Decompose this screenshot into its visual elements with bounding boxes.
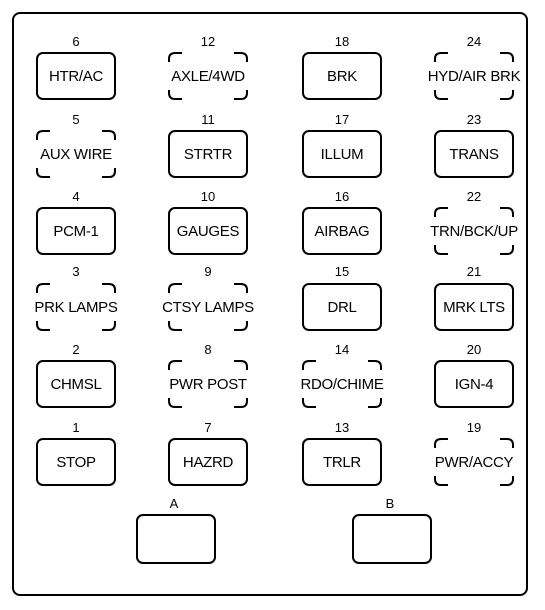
fuse-outline bbox=[168, 360, 248, 408]
fuse-slot: CHMSL bbox=[36, 360, 116, 408]
fuse-label: CHMSL bbox=[50, 375, 102, 393]
fuse-slot: AUX WIRE bbox=[36, 130, 116, 178]
fuse-outline bbox=[168, 283, 248, 331]
fuse-number: 8 bbox=[204, 342, 212, 357]
fuse-label: ILLUM bbox=[320, 145, 364, 163]
fuse-slot: ILLUM bbox=[302, 130, 382, 178]
fuse-number: 2 bbox=[72, 342, 80, 357]
fuse-number: 24 bbox=[466, 34, 482, 49]
fuse-number: 22 bbox=[466, 189, 482, 204]
fuse-number: 1 bbox=[72, 420, 80, 435]
fuse-label: PRK LAMPS bbox=[34, 298, 118, 316]
fuse-slot: HYD/AIR BRK bbox=[428, 52, 521, 100]
fuse-slot: AIRBAG bbox=[302, 207, 382, 255]
fuse-number: 3 bbox=[72, 264, 80, 279]
fuse-number: 6 bbox=[72, 34, 80, 49]
fuse-outline bbox=[434, 52, 514, 100]
fuse-slot: HTR/AC bbox=[36, 52, 116, 100]
fuse-number: 5 bbox=[72, 112, 80, 127]
spare-label: A bbox=[169, 496, 179, 511]
fuse-number: 17 bbox=[334, 112, 350, 127]
fuse-slot: PCM-1 bbox=[36, 207, 116, 255]
fuse-number: 16 bbox=[334, 189, 350, 204]
fuse-number: 7 bbox=[204, 420, 212, 435]
spare-slot bbox=[352, 514, 432, 564]
fuse-slot: PRK LAMPS bbox=[34, 283, 118, 331]
fuse-label: GAUGES bbox=[176, 222, 240, 240]
fuse-label: STOP bbox=[56, 453, 96, 471]
fuse-label: HAZRD bbox=[182, 453, 234, 471]
fuse-label: DRL bbox=[327, 298, 357, 316]
fuse-slot: STOP bbox=[36, 438, 116, 486]
fuse-number: 23 bbox=[466, 112, 482, 127]
fuse-number: 9 bbox=[204, 264, 212, 279]
fuse-outline bbox=[168, 52, 248, 100]
fuse-slot: PWR POST bbox=[168, 360, 248, 408]
spare-label: B bbox=[385, 496, 395, 511]
fuse-label: AUX WIRE bbox=[40, 145, 112, 163]
fuse-slot: DRL bbox=[302, 283, 382, 331]
fuse-label: PCM-1 bbox=[53, 222, 99, 240]
fuse-outline bbox=[36, 283, 116, 331]
fuse-slot: MRK LTS bbox=[434, 283, 514, 331]
fuse-label: AXLE/4WD bbox=[171, 67, 245, 85]
fuse-slot: TRANS bbox=[434, 130, 514, 178]
fuse-number: 18 bbox=[334, 34, 350, 49]
fuse-number: 4 bbox=[72, 189, 80, 204]
fuse-label: TRANS bbox=[449, 145, 499, 163]
fuse-slot: PWR/ACCY bbox=[434, 438, 514, 486]
fuse-number: 12 bbox=[200, 34, 216, 49]
fuse-label: IGN-4 bbox=[454, 375, 494, 393]
fuse-number: 10 bbox=[200, 189, 216, 204]
fuse-label: TRN/BCK/UP bbox=[430, 222, 518, 240]
fuse-outline bbox=[302, 360, 382, 408]
fuse-label: STRTR bbox=[183, 145, 233, 163]
fuse-outline bbox=[434, 207, 514, 255]
fuse-label: HYD/AIR BRK bbox=[427, 67, 521, 85]
fuse-slot: TRN/BCK/UP bbox=[430, 207, 518, 255]
fuse-number: 20 bbox=[466, 342, 482, 357]
fuse-slot: RDO/CHIME bbox=[300, 360, 384, 408]
fuse-outline bbox=[36, 130, 116, 178]
fuse-label: RDO/CHIME bbox=[300, 375, 384, 393]
fuse-slot: BRK bbox=[302, 52, 382, 100]
fuse-number: 13 bbox=[334, 420, 350, 435]
fuse-label: PWR POST bbox=[169, 375, 247, 393]
fuse-label: CTSY LAMPS bbox=[162, 298, 254, 316]
fuse-number: 14 bbox=[334, 342, 350, 357]
fuse-number: 11 bbox=[201, 112, 215, 127]
fuse-label: MRK LTS bbox=[443, 298, 505, 316]
fuse-number: 15 bbox=[334, 264, 350, 279]
fuse-number: 19 bbox=[466, 420, 482, 435]
fuse-number: 21 bbox=[466, 264, 482, 279]
fuse-slot: HAZRD bbox=[168, 438, 248, 486]
fuse-outline bbox=[434, 438, 514, 486]
fuse-label: PWR/ACCY bbox=[434, 453, 514, 471]
fuse-label: HTR/AC bbox=[48, 67, 104, 85]
spare-slot bbox=[136, 514, 216, 564]
fuse-slot: CTSY LAMPS bbox=[162, 283, 254, 331]
fuse-label: BRK bbox=[327, 67, 357, 85]
fuse-slot: IGN-4 bbox=[434, 360, 514, 408]
fuse-panel bbox=[12, 12, 528, 596]
fuse-slot: STRTR bbox=[168, 130, 248, 178]
fuse-slot: GAUGES bbox=[168, 207, 248, 255]
fuse-label: AIRBAG bbox=[314, 222, 370, 240]
fuse-label: TRLR bbox=[323, 453, 361, 471]
fuse-slot: AXLE/4WD bbox=[168, 52, 248, 100]
fuse-slot: TRLR bbox=[302, 438, 382, 486]
